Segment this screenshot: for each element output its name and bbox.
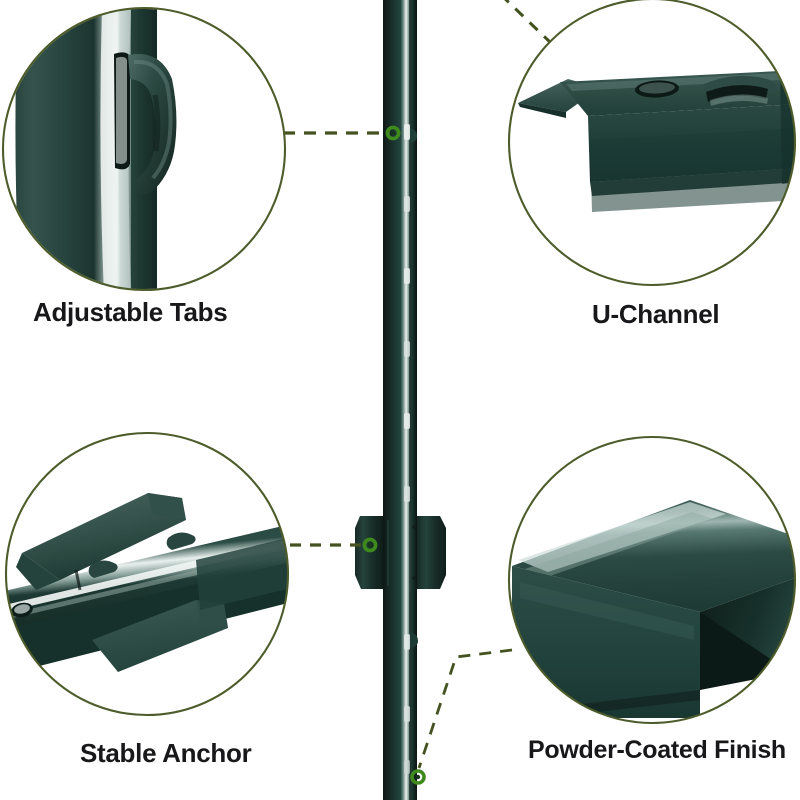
fence-post-tab-closeup-icon: [4, 9, 284, 289]
callout-circle-stable-anchor: [4, 431, 290, 717]
connector-node-stable-anchor: [362, 537, 378, 553]
connector-nodes: [362, 125, 426, 785]
powder-coated-rail-icon: [509, 437, 795, 723]
callout-u-channel: [507, 0, 797, 287]
post-tab-slots: [404, 124, 410, 774]
connector-node-adjustable-tabs: [385, 125, 401, 141]
connector-node-powder-coated: [410, 769, 426, 785]
connector-powder-coated: [417, 648, 513, 769]
callout-label-powder-coated-finish: Powder-Coated Finish: [528, 736, 786, 764]
callout-label-u-channel: U-Channel: [592, 299, 720, 329]
connector-u-channel: [504, 0, 554, 46]
callout-adjustable-tabs: [1, 6, 287, 292]
callout-circle-powder-coated-finish: [507, 435, 797, 725]
callout-label-stable-anchor: Stable Anchor: [80, 738, 252, 768]
callout-powder-coated-finish: [507, 435, 797, 725]
u-channel-profile-icon: [509, 0, 795, 285]
callout-label-adjustable-tabs: Adjustable Tabs: [33, 297, 228, 327]
callout-stable-anchor: [4, 431, 290, 717]
anchor-plate-closeup-icon: [6, 433, 288, 715]
post-anchor-plate: [355, 513, 446, 593]
center-fence-post: [355, 0, 446, 800]
callout-circle-u-channel: [507, 0, 797, 287]
callout-circle-adjustable-tabs: [1, 6, 287, 292]
connector-lines: [283, 0, 554, 769]
